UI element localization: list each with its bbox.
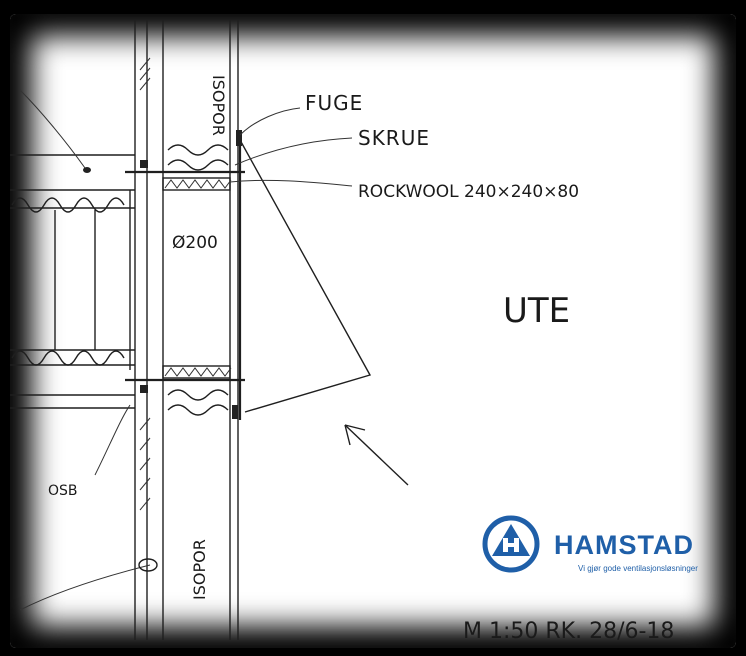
- technical-drawing: FUGE SKRUE ROCKWOOL 240×240×80 Ø200 UTE …: [10, 20, 698, 644]
- hamstad-logo: HAMSTAD Vi gjør gode ventilasjonsløsning…: [482, 515, 698, 573]
- label-rockwool: ROCKWOOL 240×240×80: [358, 182, 579, 202]
- label-diameter: Ø200: [172, 233, 218, 253]
- pipe-marker: [138, 558, 158, 572]
- scale-note: M 1:50 RK. 28/6-18: [463, 619, 674, 644]
- label-isopor-top: ISOPOR: [209, 75, 228, 136]
- label-ute: UTE: [503, 291, 570, 331]
- drawing-sheet: FUGE SKRUE ROCKWOOL 240×240×80 Ø200 UTE …: [10, 14, 736, 648]
- label-fuge: FUGE: [305, 91, 363, 115]
- logo-circle-icon: [482, 515, 540, 573]
- airflow-arrow: [344, 424, 409, 486]
- leader-lines: [19, 89, 353, 611]
- logo-wordmark: HAMSTAD: [554, 530, 694, 560]
- screws: [125, 160, 245, 393]
- rockwool-band: [162, 177, 232, 379]
- label-isopor-bottom: ISOPOR: [190, 539, 209, 600]
- logo-tagline: Vi gjør gode ventilasjonsløsninger: [578, 564, 698, 573]
- label-osb: OSB: [48, 483, 78, 499]
- logo-triangle-icon: [492, 524, 530, 556]
- label-skrue: SKRUE: [358, 126, 430, 150]
- outside-hood: [232, 130, 372, 420]
- wall-structure: [10, 20, 239, 640]
- point-marker: [83, 167, 91, 173]
- insulation-waves: [11, 144, 229, 416]
